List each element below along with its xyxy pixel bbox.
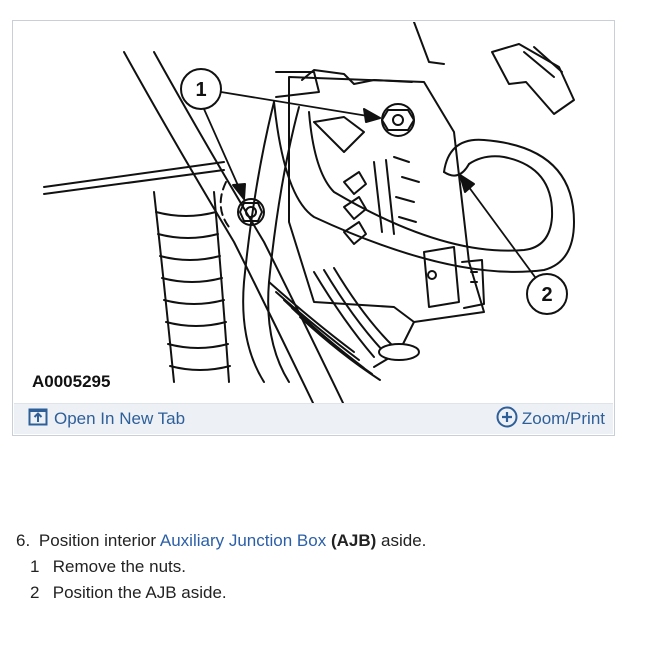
sub-step-1: 1 Remove the nuts.	[30, 554, 636, 580]
ajb-abbreviation: (AJB)	[330, 531, 377, 550]
step-heading: 6. Position interior Auxiliary Junction …	[16, 528, 636, 554]
figure-id-label: A0005295	[32, 372, 110, 391]
step-text-after: aside.	[381, 531, 427, 550]
zoom-plus-icon	[496, 406, 518, 433]
step-number: 6.	[16, 531, 31, 550]
sub-step-2: 2 Position the AJB aside.	[30, 580, 636, 606]
open-in-new-tab-icon	[28, 408, 48, 431]
step-text-before: Position interior	[38, 531, 157, 550]
sub-step-text: Remove the nuts.	[52, 557, 186, 576]
open-in-new-tab-button[interactable]: Open In New Tab	[28, 408, 185, 430]
zoom-print-label: Zoom/Print	[521, 409, 605, 428]
zoom-print-button[interactable]: Zoom/Print	[496, 406, 605, 433]
sub-step-text: Position the AJB aside.	[52, 583, 227, 602]
sub-step-number: 2	[30, 583, 40, 602]
open-in-new-tab-label: Open In New Tab	[54, 409, 186, 428]
ajb-illustration[interactable]: 1 2 A0005295	[14, 22, 613, 405]
callout-1: 1	[195, 79, 206, 101]
step-instructions: 6. Position interior Auxiliary Junction …	[16, 528, 636, 606]
sub-step-number: 1	[30, 557, 40, 576]
figure-toolbar: Open In New Tab Zoom/Print	[14, 403, 613, 434]
figure-card: 1 2 A0005295 Open In New Tab	[12, 20, 615, 436]
auxiliary-junction-box-link[interactable]: Auxiliary Junction Box	[159, 531, 327, 550]
callout-2: 2	[541, 284, 552, 306]
